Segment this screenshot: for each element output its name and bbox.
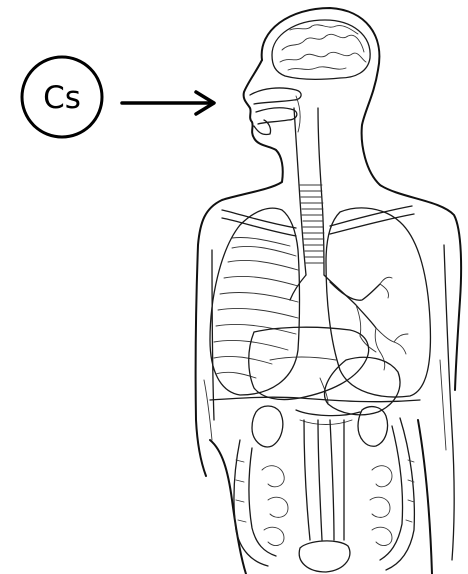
nasal-oral-cavity (250, 88, 301, 135)
left-lung (210, 208, 300, 395)
liver (249, 327, 369, 404)
callout: Cs (22, 57, 214, 137)
brain (272, 20, 370, 79)
abdominal-organs (252, 406, 388, 447)
body-outline (196, 8, 462, 574)
diaphragm (210, 397, 420, 402)
intestines (234, 418, 414, 572)
label-text: Cs (43, 80, 81, 116)
